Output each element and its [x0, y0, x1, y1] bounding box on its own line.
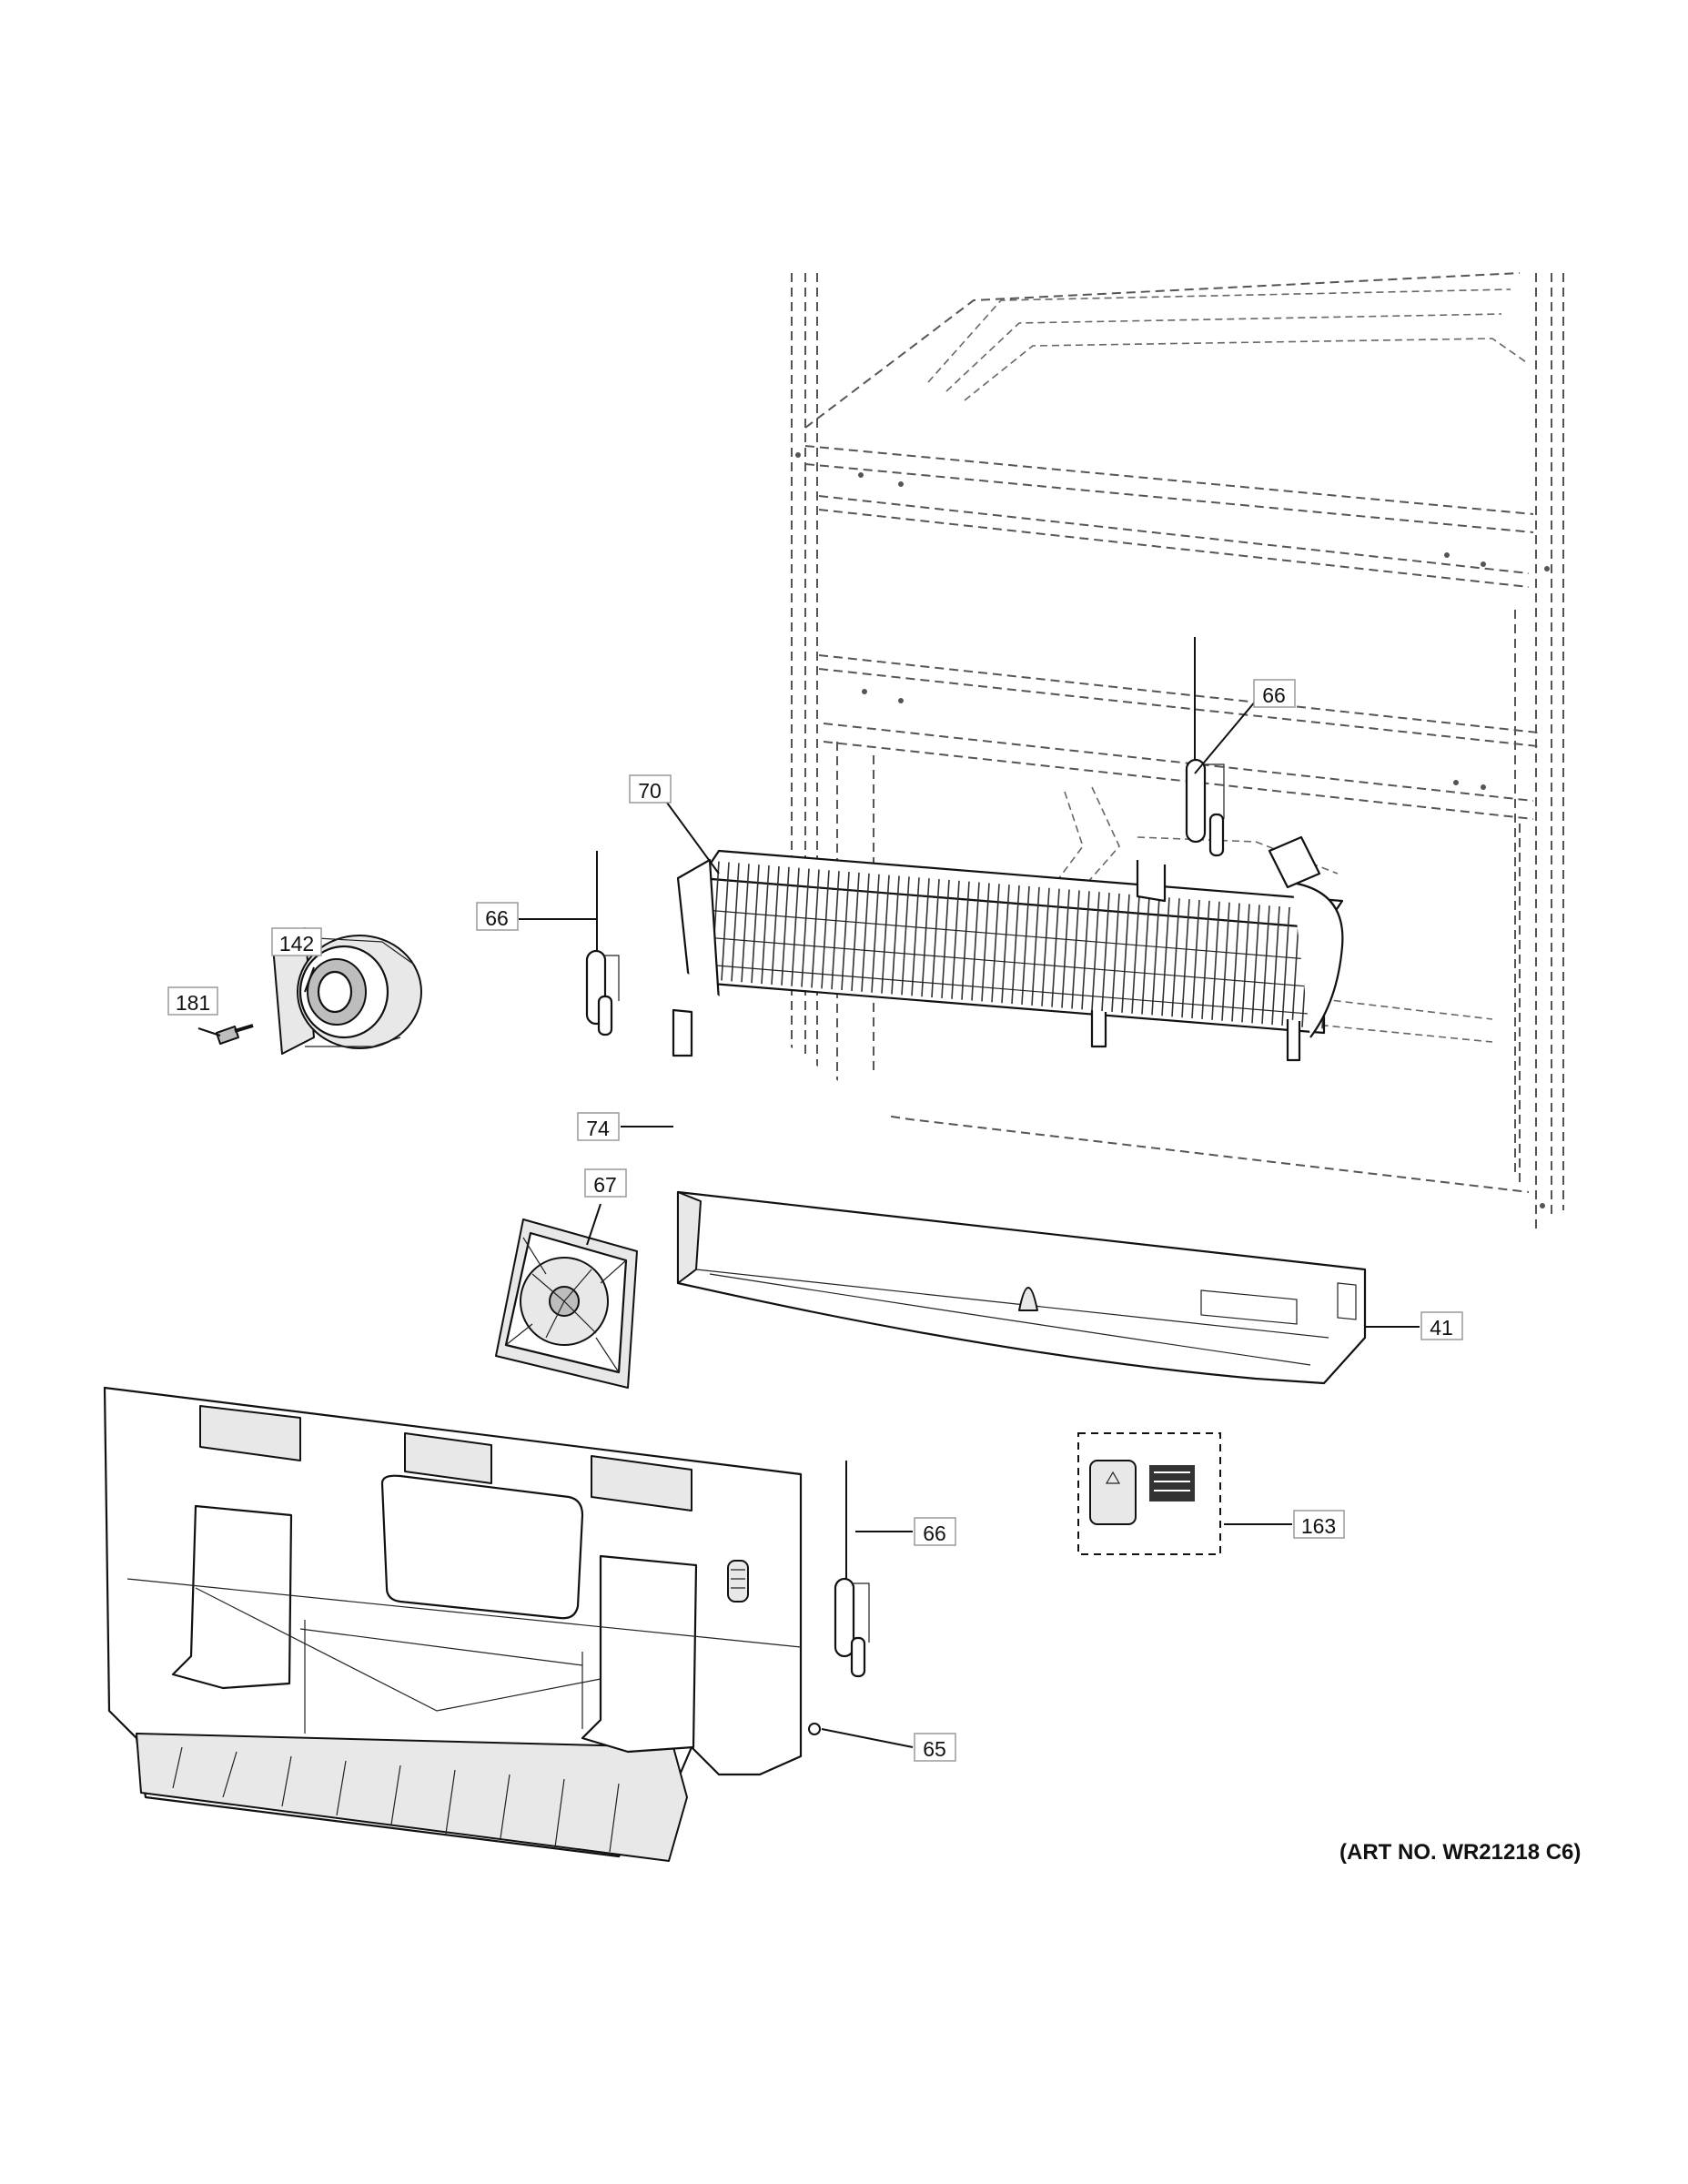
defrost-heater: [667, 960, 1285, 1236]
sensor-probe-left: [585, 851, 620, 1036]
sensor-probe-bottom: [834, 1461, 870, 1678]
callout-label: 41: [1430, 1316, 1453, 1340]
callout-label: 66: [485, 906, 509, 930]
drain-pan: [676, 1190, 1367, 1385]
callout-67: 67: [584, 1168, 627, 1198]
callout-41: 41: [1420, 1311, 1463, 1340]
callout-66-left: 66: [476, 902, 519, 931]
control-board: [1077, 1432, 1221, 1555]
callout-label: 66: [923, 1522, 946, 1545]
fan-motor: [272, 927, 422, 1055]
evaporator-cover-panel: [103, 1386, 821, 1862]
callout-label: 181: [176, 991, 210, 1015]
callout-label: 163: [1301, 1514, 1336, 1538]
callout-label: 66: [1262, 683, 1286, 707]
callout-142: 142: [271, 927, 322, 956]
callout-label: 74: [586, 1117, 610, 1140]
sensor-probe-top: [1185, 637, 1225, 857]
callout-65: 65: [914, 1733, 956, 1762]
callout-163: 163: [1293, 1510, 1345, 1539]
callout-label: 65: [923, 1737, 946, 1761]
callout-label: 67: [593, 1173, 617, 1197]
callout-181: 181: [167, 986, 218, 1016]
callout-70: 70: [629, 774, 672, 804]
callout-74: 74: [577, 1112, 620, 1141]
cabinet-outline: [791, 272, 1564, 1228]
callout-66-top: 66: [1253, 679, 1296, 708]
evaporator-coil: [676, 835, 1344, 1062]
screw: [216, 1024, 254, 1045]
callout-label: 142: [279, 932, 314, 956]
callout-label: 70: [638, 779, 662, 803]
art-number-label: (ART NO. WR21218 C6): [1339, 1840, 1582, 1865]
callout-66-bottom: 66: [914, 1517, 956, 1546]
evaporator-fan: [495, 1218, 638, 1389]
leader-lines: [197, 700, 1420, 1748]
